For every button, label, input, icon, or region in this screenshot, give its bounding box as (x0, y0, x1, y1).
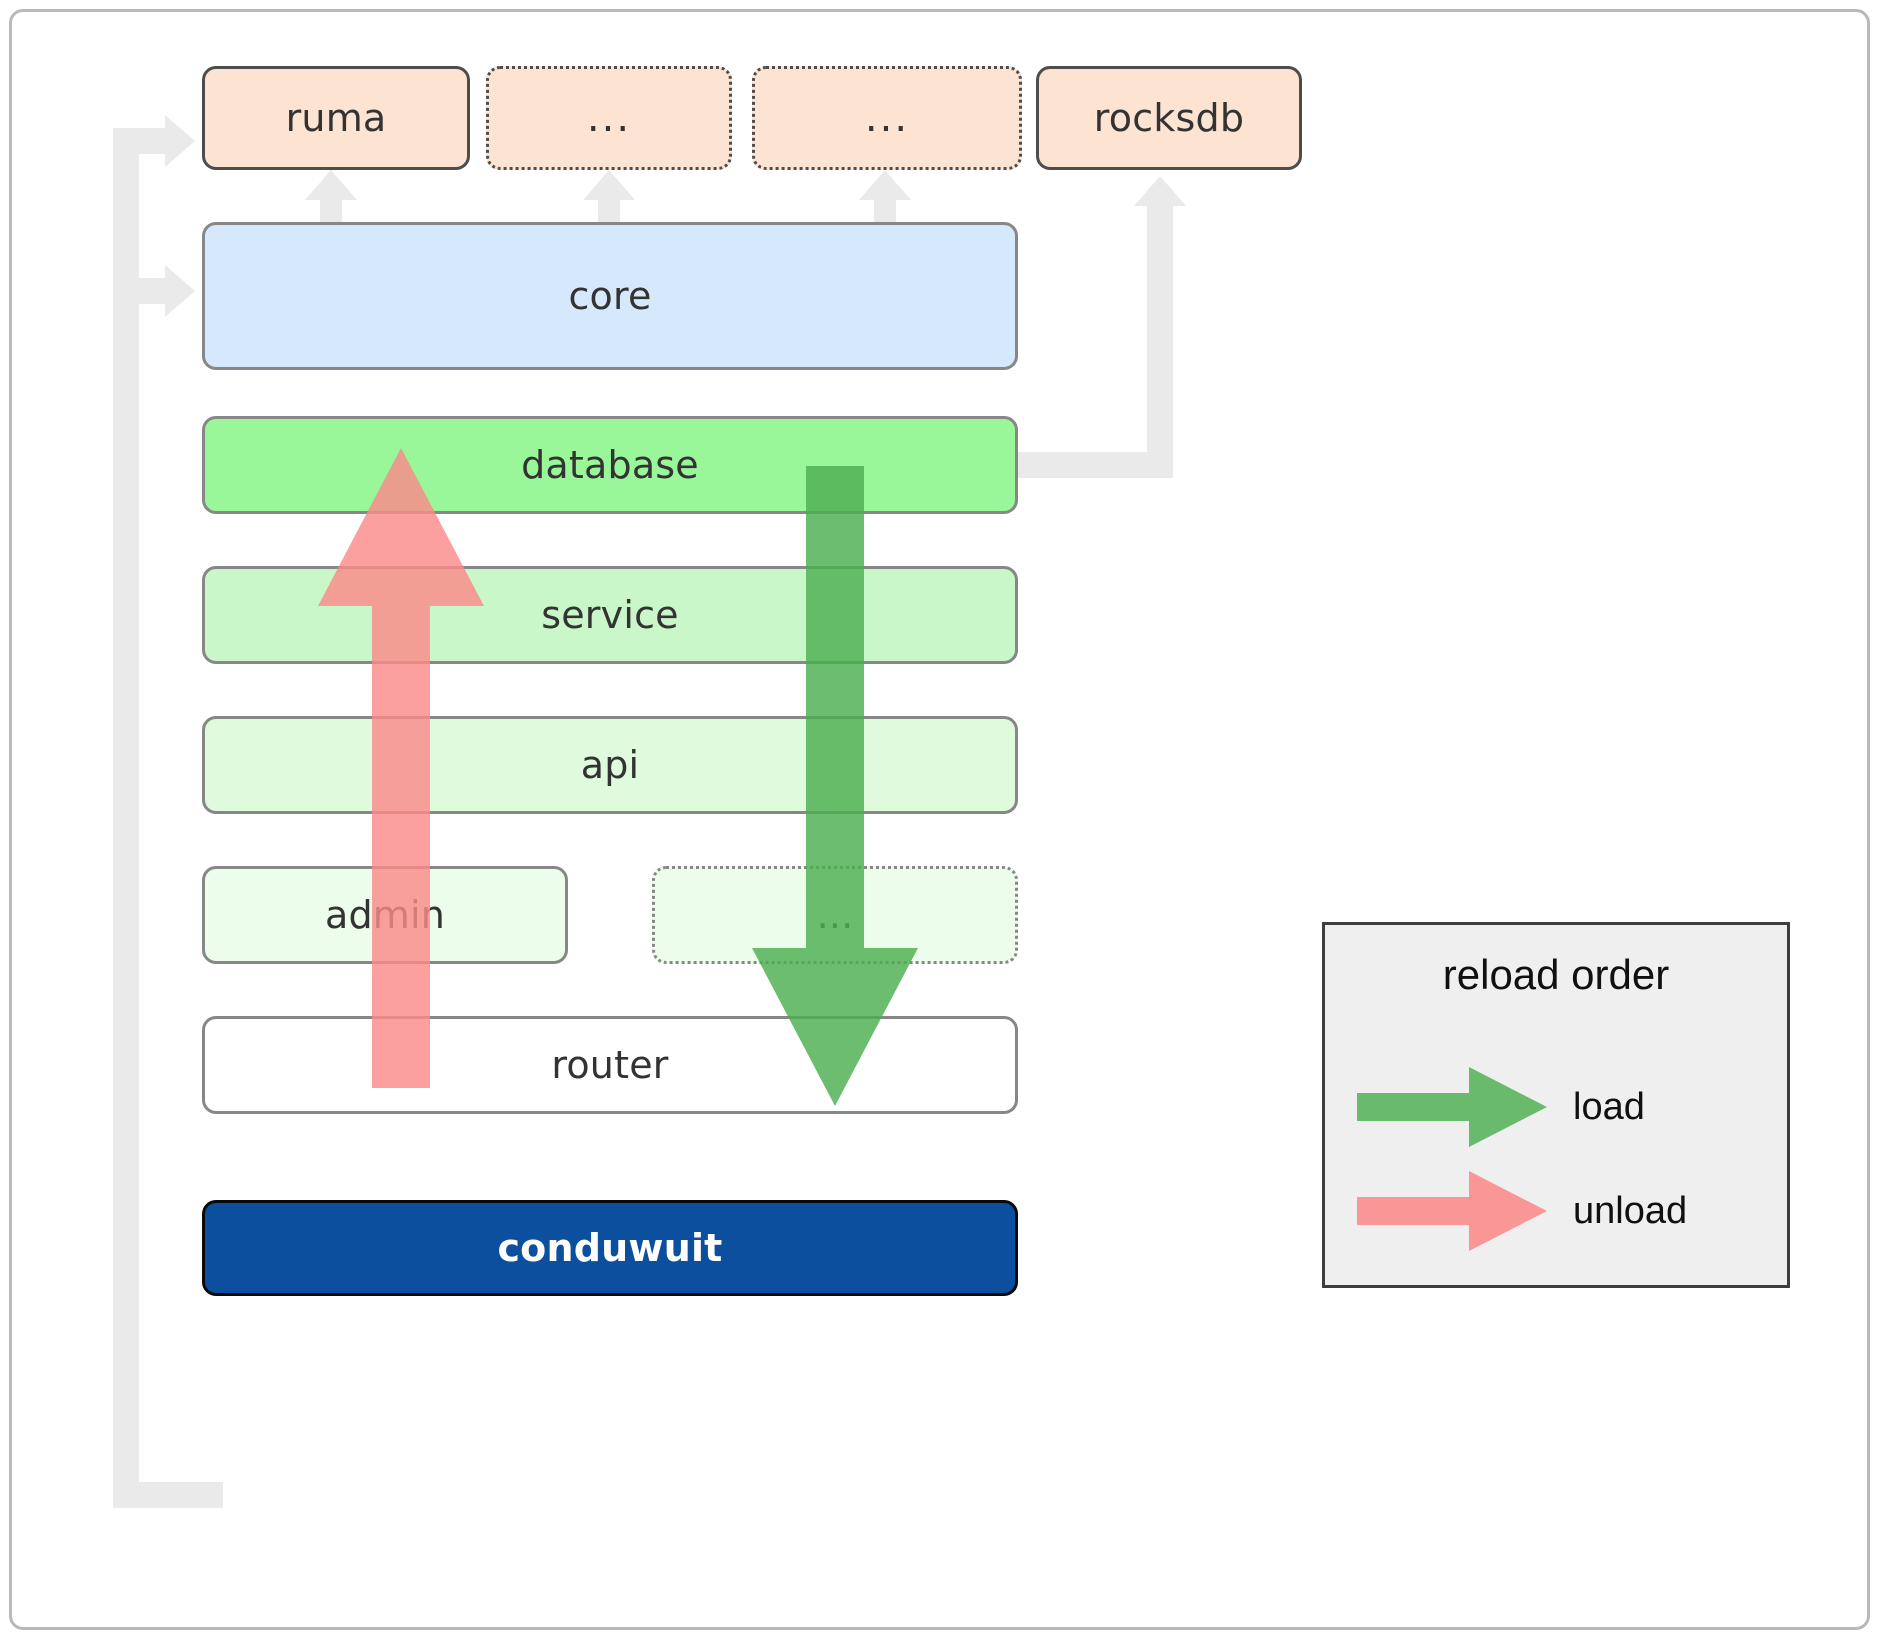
core-box[interactable]: core (202, 222, 1018, 370)
unload-flow-arrow (318, 448, 484, 1088)
root-label-conduwuit: conduwuit (497, 1226, 723, 1270)
connector-rocksdb-arrowhead (1134, 176, 1186, 206)
legend-label-unload: unload (1573, 1189, 1688, 1232)
connector-to-ruma-stem (113, 128, 165, 154)
connector-root-horizontal (113, 1482, 223, 1508)
connector-core-to-dep3-arrowhead (859, 170, 911, 200)
connector-core-to-dep3-stem (874, 192, 896, 226)
dependency-label-ruma: ruma (285, 96, 387, 140)
crate-label-service: service (541, 593, 679, 637)
dependency-label-ellipsis-2: ... (864, 95, 910, 141)
root-box-conduwuit[interactable]: conduwuit (202, 1200, 1018, 1296)
connector-core-to-ruma-stem (320, 192, 342, 226)
legend-row-unload: unload (1357, 1171, 1687, 1251)
connector-core-to-ruma-arrowhead (305, 170, 357, 200)
dependency-box-ruma[interactable]: ruma (202, 66, 470, 170)
crate-label-database: database (521, 443, 699, 487)
connector-root-vertical (113, 128, 139, 1508)
connector-to-ruma-arrowhead (165, 115, 195, 167)
connector-core-to-dep2-arrowhead (583, 170, 635, 200)
load-flow-arrow (752, 466, 918, 1106)
legend-title: reload order (1442, 951, 1670, 998)
legend-label-load: load (1573, 1085, 1645, 1128)
load-arrow-icon (1357, 1067, 1547, 1147)
connector-to-core-arrowhead (165, 265, 195, 317)
dependency-box-rocksdb[interactable]: rocksdb (1036, 66, 1302, 170)
dependency-label-rocksdb: rocksdb (1093, 96, 1245, 140)
legend-row-load: load (1357, 1067, 1645, 1147)
crate-label-api: api (580, 743, 640, 787)
dependency-label-ellipsis-1: ... (586, 95, 632, 141)
core-label: core (568, 274, 652, 318)
dependency-box-ellipsis-2[interactable]: ... (752, 66, 1022, 170)
dependency-box-ellipsis-1[interactable]: ... (486, 66, 732, 170)
legend-panel: reload order load unload (1322, 922, 1790, 1288)
connector-to-core-stem (113, 278, 165, 304)
crate-label-router: router (551, 1043, 669, 1087)
crate-box-api[interactable]: api (202, 716, 1018, 814)
unload-arrow-icon (1357, 1171, 1547, 1251)
connector-database-to-rocksdb-vertical (1147, 205, 1173, 478)
connector-core-to-dep2-stem (598, 192, 620, 226)
